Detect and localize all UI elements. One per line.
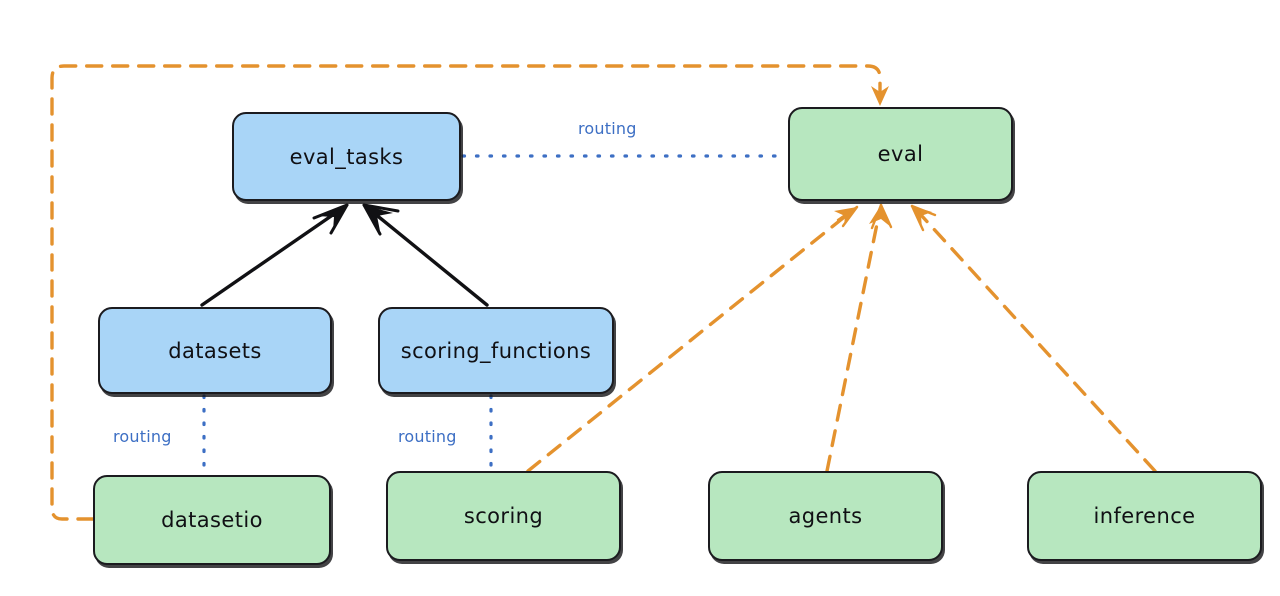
node-datasetio[interactable]: datasetio — [93, 475, 331, 565]
node-label-eval-tasks: eval_tasks — [289, 144, 404, 169]
edge-label-routing-datasets: routing — [113, 427, 172, 446]
node-datasets[interactable]: datasets — [98, 307, 332, 394]
node-scoring[interactable]: scoring — [386, 471, 621, 561]
edge-scoring_functions-to-eval_tasks — [362, 203, 489, 307]
edge-label-routing-eval-tasks: routing — [578, 119, 637, 138]
node-label-inference: inference — [1093, 504, 1196, 528]
edge-datasetio-to-eval — [50, 64, 889, 521]
node-label-datasetio: datasetio — [161, 508, 263, 532]
node-label-scoring: scoring — [463, 504, 544, 528]
edge-agents-to-eval — [825, 203, 893, 473]
node-label-agents: agents — [788, 504, 863, 528]
node-agents[interactable]: agents — [708, 471, 943, 561]
node-label-eval: eval — [877, 142, 924, 166]
node-label-scoring-functions: scoring_functions — [400, 338, 592, 363]
node-inference[interactable]: inference — [1027, 471, 1262, 561]
node-scoring-functions[interactable]: scoring_functions — [378, 307, 614, 394]
edge-label-routing-scoring-functions: routing — [398, 427, 457, 446]
node-eval-tasks[interactable]: eval_tasks — [232, 112, 461, 201]
edge-inference-to-eval — [910, 204, 1157, 473]
edge-datasets-to-eval_tasks — [200, 203, 349, 307]
node-eval[interactable]: eval — [788, 107, 1013, 201]
node-label-datasets: datasets — [168, 338, 262, 363]
